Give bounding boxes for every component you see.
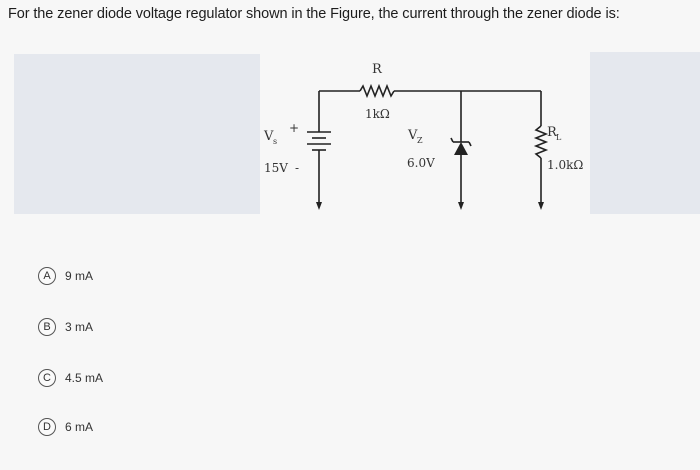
load-label: R bbox=[547, 125, 558, 140]
resistor-rl bbox=[533, 125, 549, 159]
ground-zener-icon bbox=[458, 202, 464, 210]
option-b[interactable]: B 3 mA bbox=[38, 316, 93, 338]
ground-load-icon bbox=[538, 202, 544, 210]
source-minus: - bbox=[295, 161, 299, 175]
source-label: V bbox=[263, 129, 274, 144]
zener-cathode-bend-right bbox=[468, 141, 472, 147]
option-d[interactable]: D 6 mA bbox=[38, 416, 93, 438]
figure-panel-left bbox=[14, 54, 260, 214]
figure-panel-right bbox=[590, 52, 700, 214]
ground-source-icon bbox=[316, 202, 322, 210]
resistor-r bbox=[359, 83, 395, 99]
load-sub: L bbox=[556, 133, 562, 142]
option-a-radio[interactable]: A bbox=[38, 267, 56, 285]
zener-sub: Z bbox=[417, 136, 423, 145]
zener-value: 6.0V bbox=[407, 156, 435, 170]
resistor-value: 1kΩ bbox=[365, 107, 390, 121]
zener-label: V bbox=[407, 128, 418, 143]
option-c-radio[interactable]: C bbox=[38, 369, 56, 387]
option-d-label: 6 mA bbox=[65, 420, 94, 434]
option-a[interactable]: A 9 mA bbox=[38, 265, 93, 287]
zener-diode-icon bbox=[454, 142, 468, 155]
source-value: 15V bbox=[264, 161, 288, 175]
option-a-label: 9 mA bbox=[65, 269, 94, 283]
option-c-label: 4.5 mA bbox=[65, 371, 104, 385]
zener-cathode-bend-left bbox=[450, 137, 454, 143]
option-b-label: 3 mA bbox=[65, 320, 94, 334]
source-plus: + bbox=[289, 121, 299, 135]
option-b-radio[interactable]: B bbox=[38, 318, 56, 336]
option-d-radio[interactable]: D bbox=[38, 418, 56, 436]
load-value: 1.0kΩ bbox=[547, 158, 583, 172]
resistor-label: R bbox=[372, 62, 383, 77]
source-sub: s bbox=[273, 137, 277, 146]
circuit-diagram: R 1kΩ V s + - 15V V Z 6.0V R L 1.0kΩ bbox=[263, 62, 583, 210]
question-text: For the zener diode voltage regulator sh… bbox=[8, 6, 620, 22]
option-c[interactable]: C 4.5 mA bbox=[38, 367, 103, 389]
